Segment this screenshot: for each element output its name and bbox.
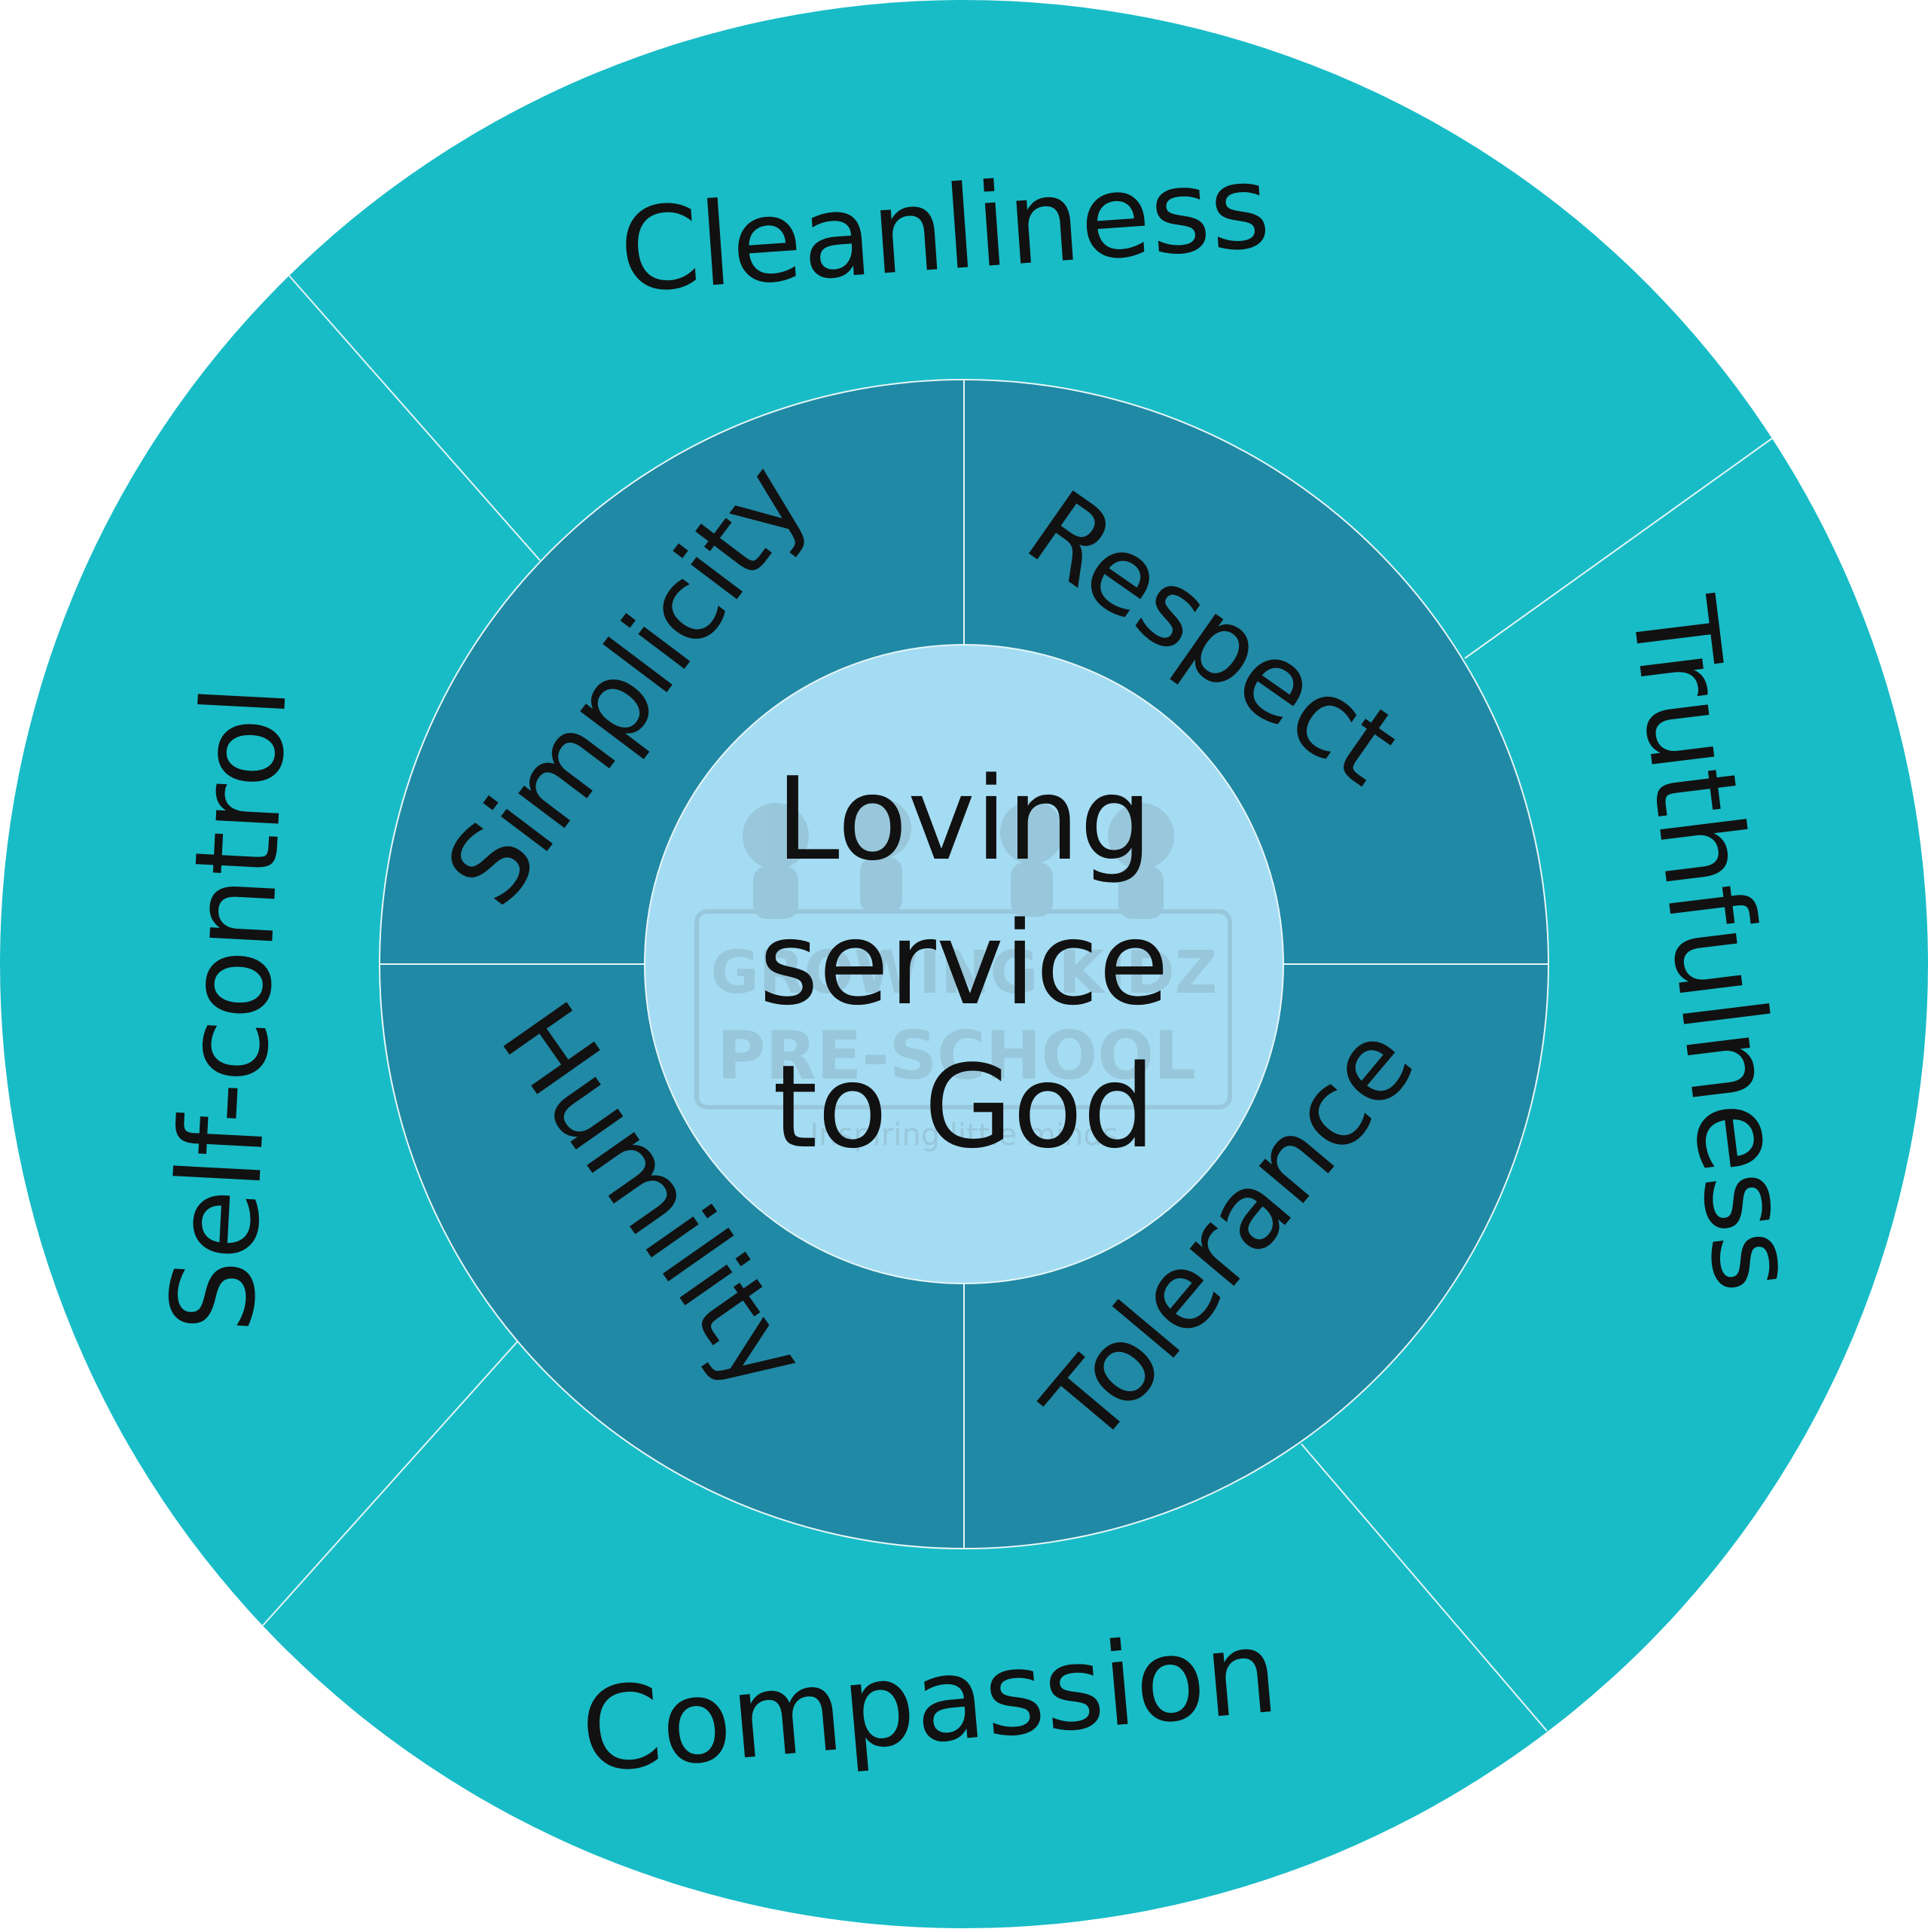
center-line-1: Loving [776,752,1152,886]
kid-body-2 [860,857,902,914]
kid-body-1 [753,866,798,919]
center-line-3: to God [773,1040,1155,1174]
center-line-2: service [759,897,1169,1030]
outer-divider-3 [1301,1443,1548,1732]
kid-head-1 [743,803,809,869]
watermark-board [694,909,1232,1109]
kid-head-3 [1000,801,1063,864]
outer-divider-2 [1464,438,1773,659]
center-label: Loving service to God [759,752,1169,1174]
center-circle [644,644,1284,1284]
kid-head-2 [851,798,911,859]
school-watermark: GROWING KIDZ PRE-SCHOOL Inspiring little… [694,798,1232,1152]
outer-divider-4 [262,1340,519,1626]
kid-head-4 [1108,803,1174,869]
outer-divider-1 [288,274,541,561]
kids-illustration [743,798,1174,919]
watermark-line2: PRE-SCHOOL [717,1017,1196,1094]
inner-ring-dividers [380,380,1548,1549]
kid-body-3 [1011,862,1053,917]
outer-ring-dividers [262,274,1773,1732]
kid-body-4 [1118,866,1164,919]
watermark-line1: GROWING KIDZ [711,939,1218,1007]
watermark-tagline: Inspiring little minds [810,1118,1118,1152]
